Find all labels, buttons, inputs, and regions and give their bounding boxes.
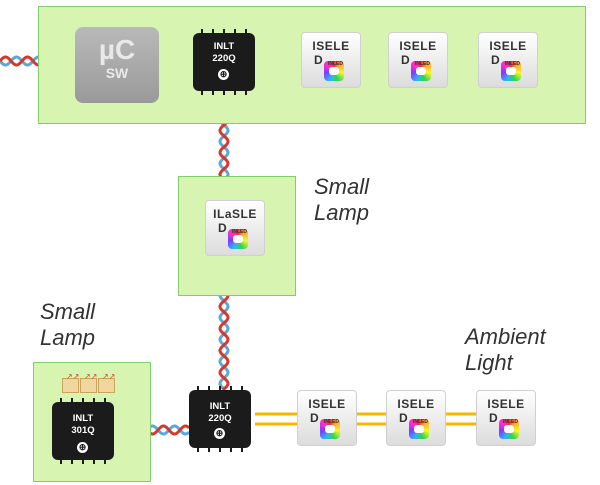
led-label: ISELE bbox=[312, 39, 350, 53]
led-label-suffix: D bbox=[314, 53, 323, 67]
microcontroller-chip: µC SW bbox=[75, 27, 159, 103]
led-label-suffix: D bbox=[491, 53, 500, 67]
rgb-led-icon: INLED bbox=[501, 61, 521, 81]
bulb-tag: INLED bbox=[232, 229, 247, 235]
rgb-led-top-1: ISELE D INLED bbox=[301, 32, 361, 88]
driver-bottom-line2: 220Q bbox=[208, 413, 232, 424]
lamp-driver-logo-icon: ⊕ bbox=[77, 442, 88, 453]
led-label-suffix: D bbox=[399, 411, 408, 425]
rgb-led-icon: INLED bbox=[499, 419, 519, 439]
small-lamp-led: ILaSLE D INLED bbox=[205, 200, 265, 256]
caption-line: Lamp bbox=[314, 200, 370, 225]
rgb-led-icon: INLED bbox=[409, 419, 429, 439]
rgb-led-bottom-3: ISELE D INLED bbox=[476, 390, 536, 446]
rgb-led-icon: INLED bbox=[411, 61, 431, 81]
led-label: ISELE bbox=[397, 397, 435, 411]
bulb-tag: INLED bbox=[503, 419, 518, 425]
rgb-led-icon: INLED bbox=[324, 61, 344, 81]
caption-small-lamp-right: Small Lamp bbox=[314, 174, 369, 226]
caption-line: Small bbox=[314, 174, 370, 199]
driver-bottom-logo-icon: ⊕ bbox=[214, 428, 225, 439]
bulb-tag: INLED bbox=[324, 419, 339, 425]
small-lamp-led-label: ILaSLE bbox=[213, 207, 257, 221]
led-bus-bottom bbox=[255, 412, 480, 426]
caption-small-lamp-left: Small Lamp bbox=[40, 299, 95, 351]
bulb-tag: INLED bbox=[415, 61, 430, 67]
driver-chip-top: INLT 220Q ⊕ bbox=[193, 29, 255, 95]
driver-top-logo-icon: ⊕ bbox=[218, 69, 229, 80]
led-label: ISELE bbox=[308, 397, 346, 411]
led-label-suffix: D bbox=[310, 411, 319, 425]
rgb-led-top-3: ISELE D INLED bbox=[478, 32, 538, 88]
bulb-tag: INLED bbox=[328, 61, 343, 67]
rgb-led-top-2: ISELE D INLED bbox=[388, 32, 448, 88]
led-label-suffix: D bbox=[401, 53, 410, 67]
led-label: ISELE bbox=[489, 39, 527, 53]
lamp-driver-line1: INLT bbox=[72, 413, 94, 424]
rgb-led-bottom-1: ISELE D INLED bbox=[297, 390, 357, 446]
led-label: ISELE bbox=[399, 39, 437, 53]
bulb-tag: INLED bbox=[413, 419, 428, 425]
driver-top-line1: INLT bbox=[213, 41, 235, 52]
caption-line: Light bbox=[465, 350, 513, 375]
bulb-tag: INLED bbox=[505, 61, 520, 67]
caption-line: Lamp bbox=[40, 325, 96, 350]
lamp-driver-chip: INLT 301Q ⊕ bbox=[52, 398, 114, 464]
led-label-suffix: D bbox=[489, 411, 498, 425]
led-label: ISELE bbox=[487, 397, 525, 411]
lamp-driver-line2: 301Q bbox=[71, 425, 95, 436]
driver-bottom-line1: INLT bbox=[209, 401, 231, 412]
mcu-symbol: µC bbox=[98, 34, 136, 65]
driver-chip-bottom: INLT 220Q ⊕ bbox=[189, 386, 251, 452]
rgb-led-bottom-2: ISELE D INLED bbox=[386, 390, 446, 446]
driver-top-line2: 220Q bbox=[212, 53, 236, 64]
small-lamp-led-suffix: D bbox=[218, 221, 227, 235]
caption-line: Ambient bbox=[465, 324, 546, 349]
caption-line: Small bbox=[40, 299, 96, 324]
caption-ambient-light: Ambient Light bbox=[465, 324, 546, 376]
rgb-led-icon: INLED bbox=[320, 419, 340, 439]
rgb-led-icon: INLED bbox=[228, 229, 248, 249]
mcu-label: SW bbox=[105, 65, 129, 81]
mini-led-icons: ↗↗ ↗↗ ↗↗ bbox=[62, 372, 116, 393]
